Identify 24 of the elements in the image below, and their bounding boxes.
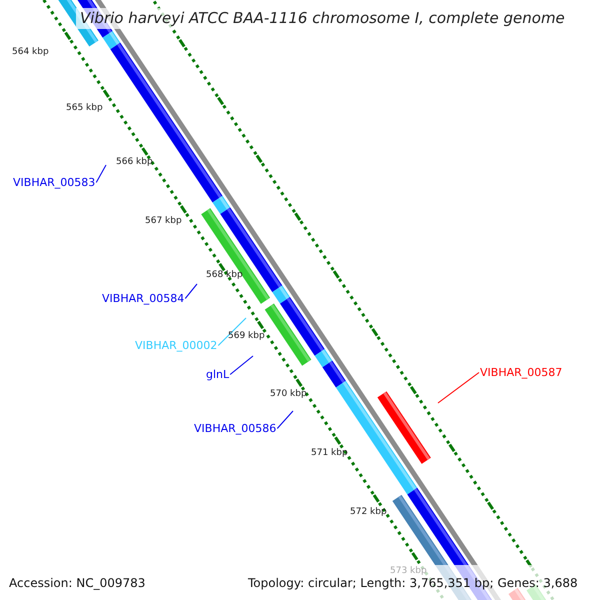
gene-label: VIBHAR_00586 [194, 423, 276, 434]
tick-label: 571 kbp [311, 449, 348, 458]
leader-line [218, 318, 246, 346]
tick-label: 564 kbp [12, 48, 49, 57]
gene-label: VIBHAR_00584 [102, 293, 184, 304]
tick-label: 569 kbp [228, 332, 265, 341]
genome-stats-text: Topology: circular; Length: 3,765,351 bp; Genes: 3,688 [248, 577, 578, 589]
leader-line [184, 284, 198, 299]
tick-label: 566 kbp [116, 158, 153, 167]
tick-label: 565 kbp [66, 104, 103, 113]
leader-line [230, 356, 254, 375]
leader-line [96, 164, 106, 183]
gene-label: VIBHAR_00583 [13, 177, 96, 188]
gene-label: glnL [206, 369, 230, 380]
gene-label: VIBHAR_00002 [135, 340, 218, 351]
gene-label: VIBHAR_00587 [480, 367, 562, 378]
leader-line [276, 410, 294, 429]
tick-label: 567 kbp [145, 217, 182, 226]
tick-label: 572 kbp [350, 508, 387, 517]
leader-line [438, 372, 480, 404]
tick-label: 568 kbp [206, 271, 243, 280]
tick-label: 570 kbp [270, 390, 307, 399]
accession-text: Accession: NC_009783 [9, 577, 146, 589]
tick-label: 573 kbp [390, 567, 427, 576]
